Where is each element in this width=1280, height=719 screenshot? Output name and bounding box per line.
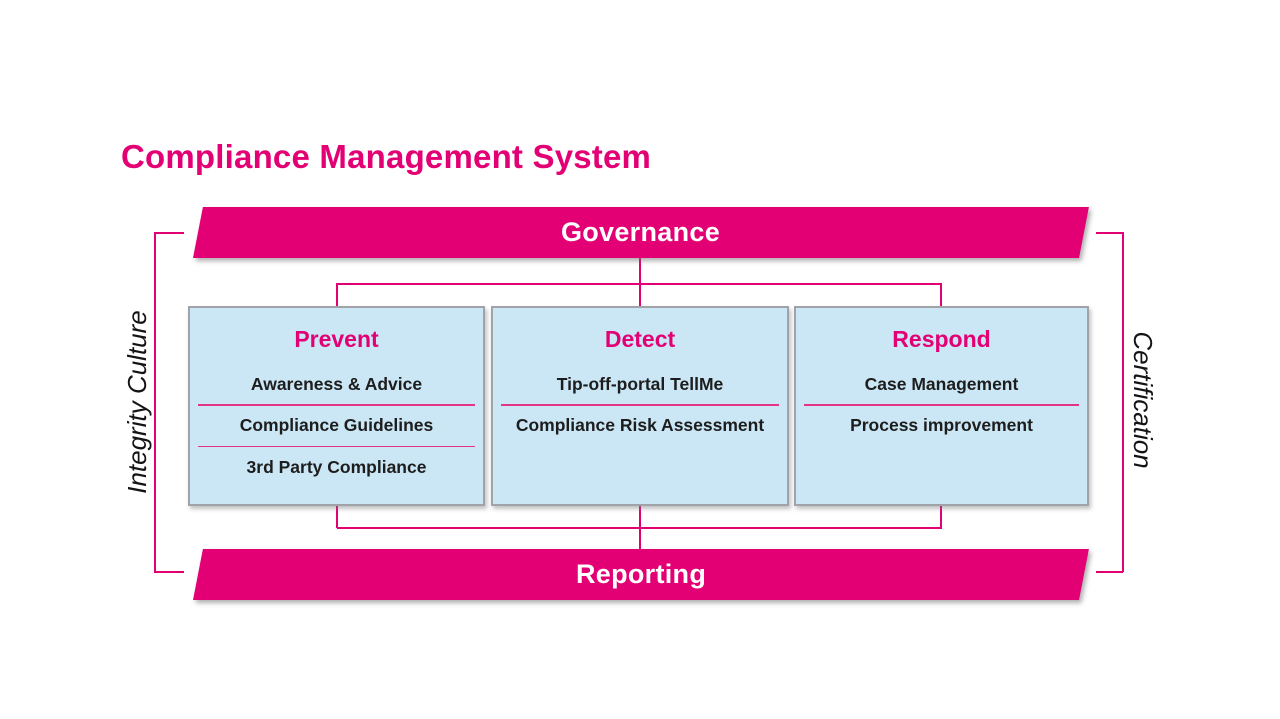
pillar-item: 3rd Party Compliance — [246, 456, 427, 477]
pillar-title-respond: Respond — [892, 326, 991, 352]
bottom-bracket-left-rise — [336, 506, 338, 528]
reporting-banner-label: Reporting — [575, 559, 707, 589]
side-label-certification: Certification — [1128, 331, 1158, 469]
diagram-title: Compliance Management System — [121, 138, 652, 175]
item-divider — [804, 404, 1079, 406]
pillar-title-detect: Detect — [604, 326, 676, 352]
left-bracket-top-stub — [154, 232, 184, 234]
bottom-bracket-right-rise — [940, 506, 942, 528]
governance-banner: Governance — [193, 207, 1089, 258]
governance-center-connector — [639, 258, 641, 306]
right-bracket-vertical-line — [1122, 232, 1124, 572]
left-bracket-bottom-stub — [154, 571, 184, 573]
reporting-banner: Reporting — [193, 549, 1089, 600]
item-divider — [198, 404, 475, 406]
pillar-items-prevent: Awareness & Advice Compliance Guidelines… — [190, 364, 483, 487]
pillar-item: Process improvement — [850, 415, 1033, 436]
pillar-box-prevent: Prevent Awareness & Advice Compliance Gu… — [188, 306, 485, 506]
left-bracket-vertical-line — [154, 232, 156, 572]
pillar-items-respond: Case Management Process improvement — [796, 364, 1087, 446]
top-bracket-right-drop — [940, 283, 942, 306]
pillar-item: Awareness & Advice — [250, 373, 423, 394]
right-bracket-top-stub — [1096, 232, 1123, 234]
reporting-center-connector — [639, 506, 641, 551]
top-bracket-left-drop — [336, 283, 338, 306]
pillar-title-prevent: Prevent — [294, 326, 379, 352]
pillar-box-detect: Detect Tip-off-portal TellMe Compliance … — [491, 306, 789, 506]
pillar-item: Compliance Guidelines — [239, 415, 434, 436]
top-bracket-horizontal-line — [337, 283, 942, 285]
pillar-item: Case Management — [864, 373, 1019, 394]
right-bracket-bottom-stub — [1096, 571, 1123, 573]
pillar-box-respond: Respond Case Management Process improvem… — [794, 306, 1089, 506]
governance-banner-label: Governance — [561, 217, 721, 247]
item-divider — [501, 404, 779, 406]
pillar-item: Tip-off-portal TellMe — [556, 373, 724, 394]
side-label-integrity-culture: Integrity Culture — [122, 310, 152, 494]
pillar-item: Compliance Risk Assessment — [515, 415, 765, 436]
item-divider — [198, 445, 475, 448]
pillar-items-detect: Tip-off-portal TellMe Compliance Risk As… — [493, 364, 787, 446]
